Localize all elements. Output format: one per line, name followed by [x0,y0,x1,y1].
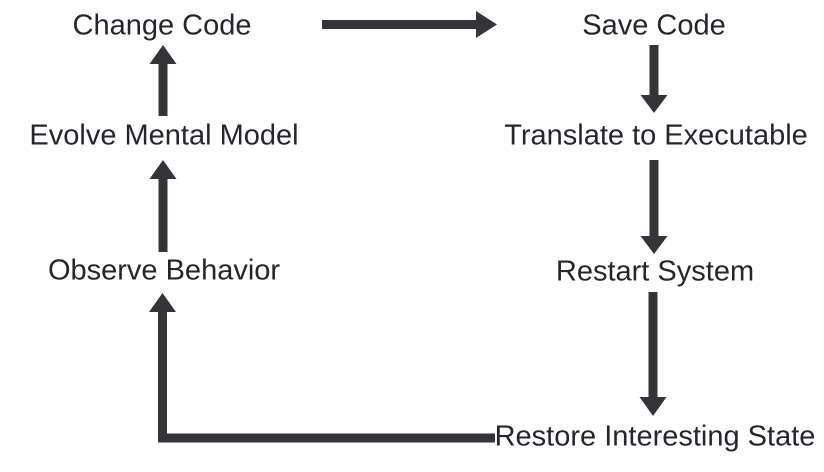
edge-observe-to-evolve-arrowhead [149,160,177,179]
edge-restart-to-restore [639,292,667,416]
edge-restore-to-observe-shaft [158,310,495,443]
node-evolve-mental-model: Evolve Mental Model [29,119,299,152]
edge-restore-to-observe-arrowhead [149,293,176,312]
node-observe-behavior: Observe Behavior [47,254,281,287]
node-restart-system: Restart System [555,255,755,288]
edge-restore-to-observe [149,293,495,443]
edge-save-to-translate [640,45,668,113]
edge-change-to-save [322,11,497,38]
edge-save-to-translate-arrowhead [640,95,668,113]
edge-change-to-save-arrowhead [476,11,497,38]
node-change-code: Change Code [72,9,252,42]
node-restore-interesting-state: Restore Interesting State [494,420,816,453]
node-save-code: Save Code [582,9,726,42]
edge-evolve-to-change-arrowhead [149,45,177,64]
edge-translate-to-restart [640,160,668,254]
edge-evolve-to-change [149,45,177,116]
node-translate-to-executable: Translate to Executable [504,119,808,152]
edge-restart-to-restore-arrowhead [639,397,667,416]
edge-translate-to-restart-arrowhead [640,236,668,254]
edge-observe-to-evolve [149,160,177,252]
